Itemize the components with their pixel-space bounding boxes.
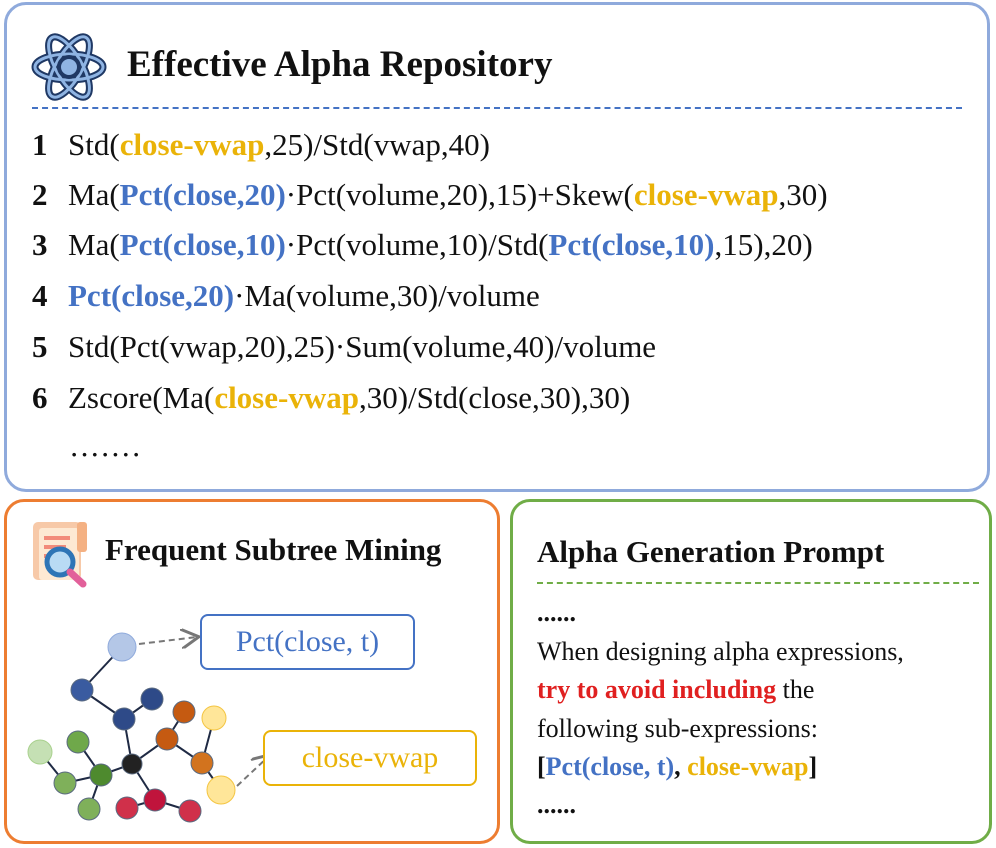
expression-number: 5 — [32, 329, 48, 364]
prompt-line-4: [Pct(close, t), close-vwap] — [537, 752, 817, 782]
expression-text: ,30)/Std(close,30),30) — [358, 380, 631, 415]
expression-text: ·Pct(volume,20),15)+Skew( — [285, 177, 634, 212]
expression-row: 5 Std(Pct(vwap,20),25)·Sum(volume,40)/vol… — [32, 329, 656, 365]
expression-number: 2 — [32, 177, 48, 212]
prompt-comma: , — [674, 752, 688, 781]
prompt-line-3: following sub-expressions: — [537, 714, 818, 743]
atom-icon — [31, 33, 107, 101]
prompt-pct-term: Pct(close, t) — [545, 752, 675, 781]
expression-text: ,25)/Std(vwap,40) — [264, 127, 490, 162]
bracket-close: ] — [808, 752, 818, 781]
expression-text: ·Ma(volume,30)/volume — [234, 278, 540, 313]
prompt-title: Alpha Generation Prompt — [537, 534, 885, 569]
close-vwap-term: close-vwap — [633, 177, 779, 212]
expression-text: Ma( — [68, 227, 120, 262]
repository-divider — [32, 107, 962, 109]
prompt-divider — [537, 582, 979, 584]
pct-close-term: Pct(close,10) — [548, 227, 715, 262]
expression-number: 4 — [32, 278, 48, 313]
prompt-dots-bottom: ...... — [537, 790, 576, 819]
avoid-phrase: try to avoid including — [537, 675, 777, 704]
prompt-line-2: try to avoid including the — [537, 675, 814, 705]
prompt-cv-term: close-vwap — [687, 752, 809, 781]
pct-close-term: Pct(close,20) — [119, 177, 286, 212]
expression-row: 6 Zscore(Ma(close-vwap,30)/Std(close,30),… — [32, 380, 630, 416]
pct-close-term: Pct(close,20) — [68, 278, 235, 313]
pct-close-callout: Pct(close, t) — [200, 614, 415, 670]
close-vwap-callout: close-vwap — [263, 730, 477, 786]
expression-row: 1 Std(close-vwap,25)/Std(vwap,40) — [32, 127, 490, 163]
generation-prompt-panel: Alpha Generation Prompt ...... When desi… — [510, 499, 992, 844]
expression-text: ,30) — [778, 177, 828, 212]
expression-text: ·Pct(volume,10)/Std( — [285, 227, 549, 262]
subtree-mining-panel: Frequent Subtree Mining — [4, 499, 500, 844]
expression-text: Zscore(Ma( — [68, 380, 215, 415]
expression-number: 6 — [32, 380, 48, 415]
bracket-open: [ — [537, 752, 546, 781]
expression-number: 3 — [32, 227, 48, 262]
close-vwap-term: close-vwap — [214, 380, 359, 415]
document-search-icon — [33, 522, 87, 588]
pct-close-term: Pct(close,10) — [119, 227, 286, 262]
repository-ellipsis: ······· — [69, 437, 142, 472]
expression-number: 1 — [32, 127, 48, 162]
expression-text: Ma( — [68, 177, 120, 212]
prompt-line-1: When designing alpha expressions, — [537, 637, 904, 666]
mining-title: Frequent Subtree Mining — [105, 532, 442, 567]
expression-text: ,15),20) — [714, 227, 813, 262]
repository-title: Effective Alpha Repository — [127, 44, 553, 85]
expression-row: 2 Ma(Pct(close,20)·Pct(volume,20),15)+Ske… — [32, 177, 828, 213]
subtree-graph — [27, 502, 503, 823]
expression-text: Std(Pct(vwap,20),25)·Sum(volume,40)/volu… — [68, 329, 657, 364]
expression-text: Std( — [68, 127, 120, 162]
prompt-dots-top: ...... — [537, 598, 576, 627]
prompt-line-2-rest: the — [776, 675, 815, 704]
close-vwap-term: close-vwap — [119, 127, 265, 162]
expression-row: 4 Pct(close,20)·Ma(volume,30)/volume — [32, 278, 540, 314]
